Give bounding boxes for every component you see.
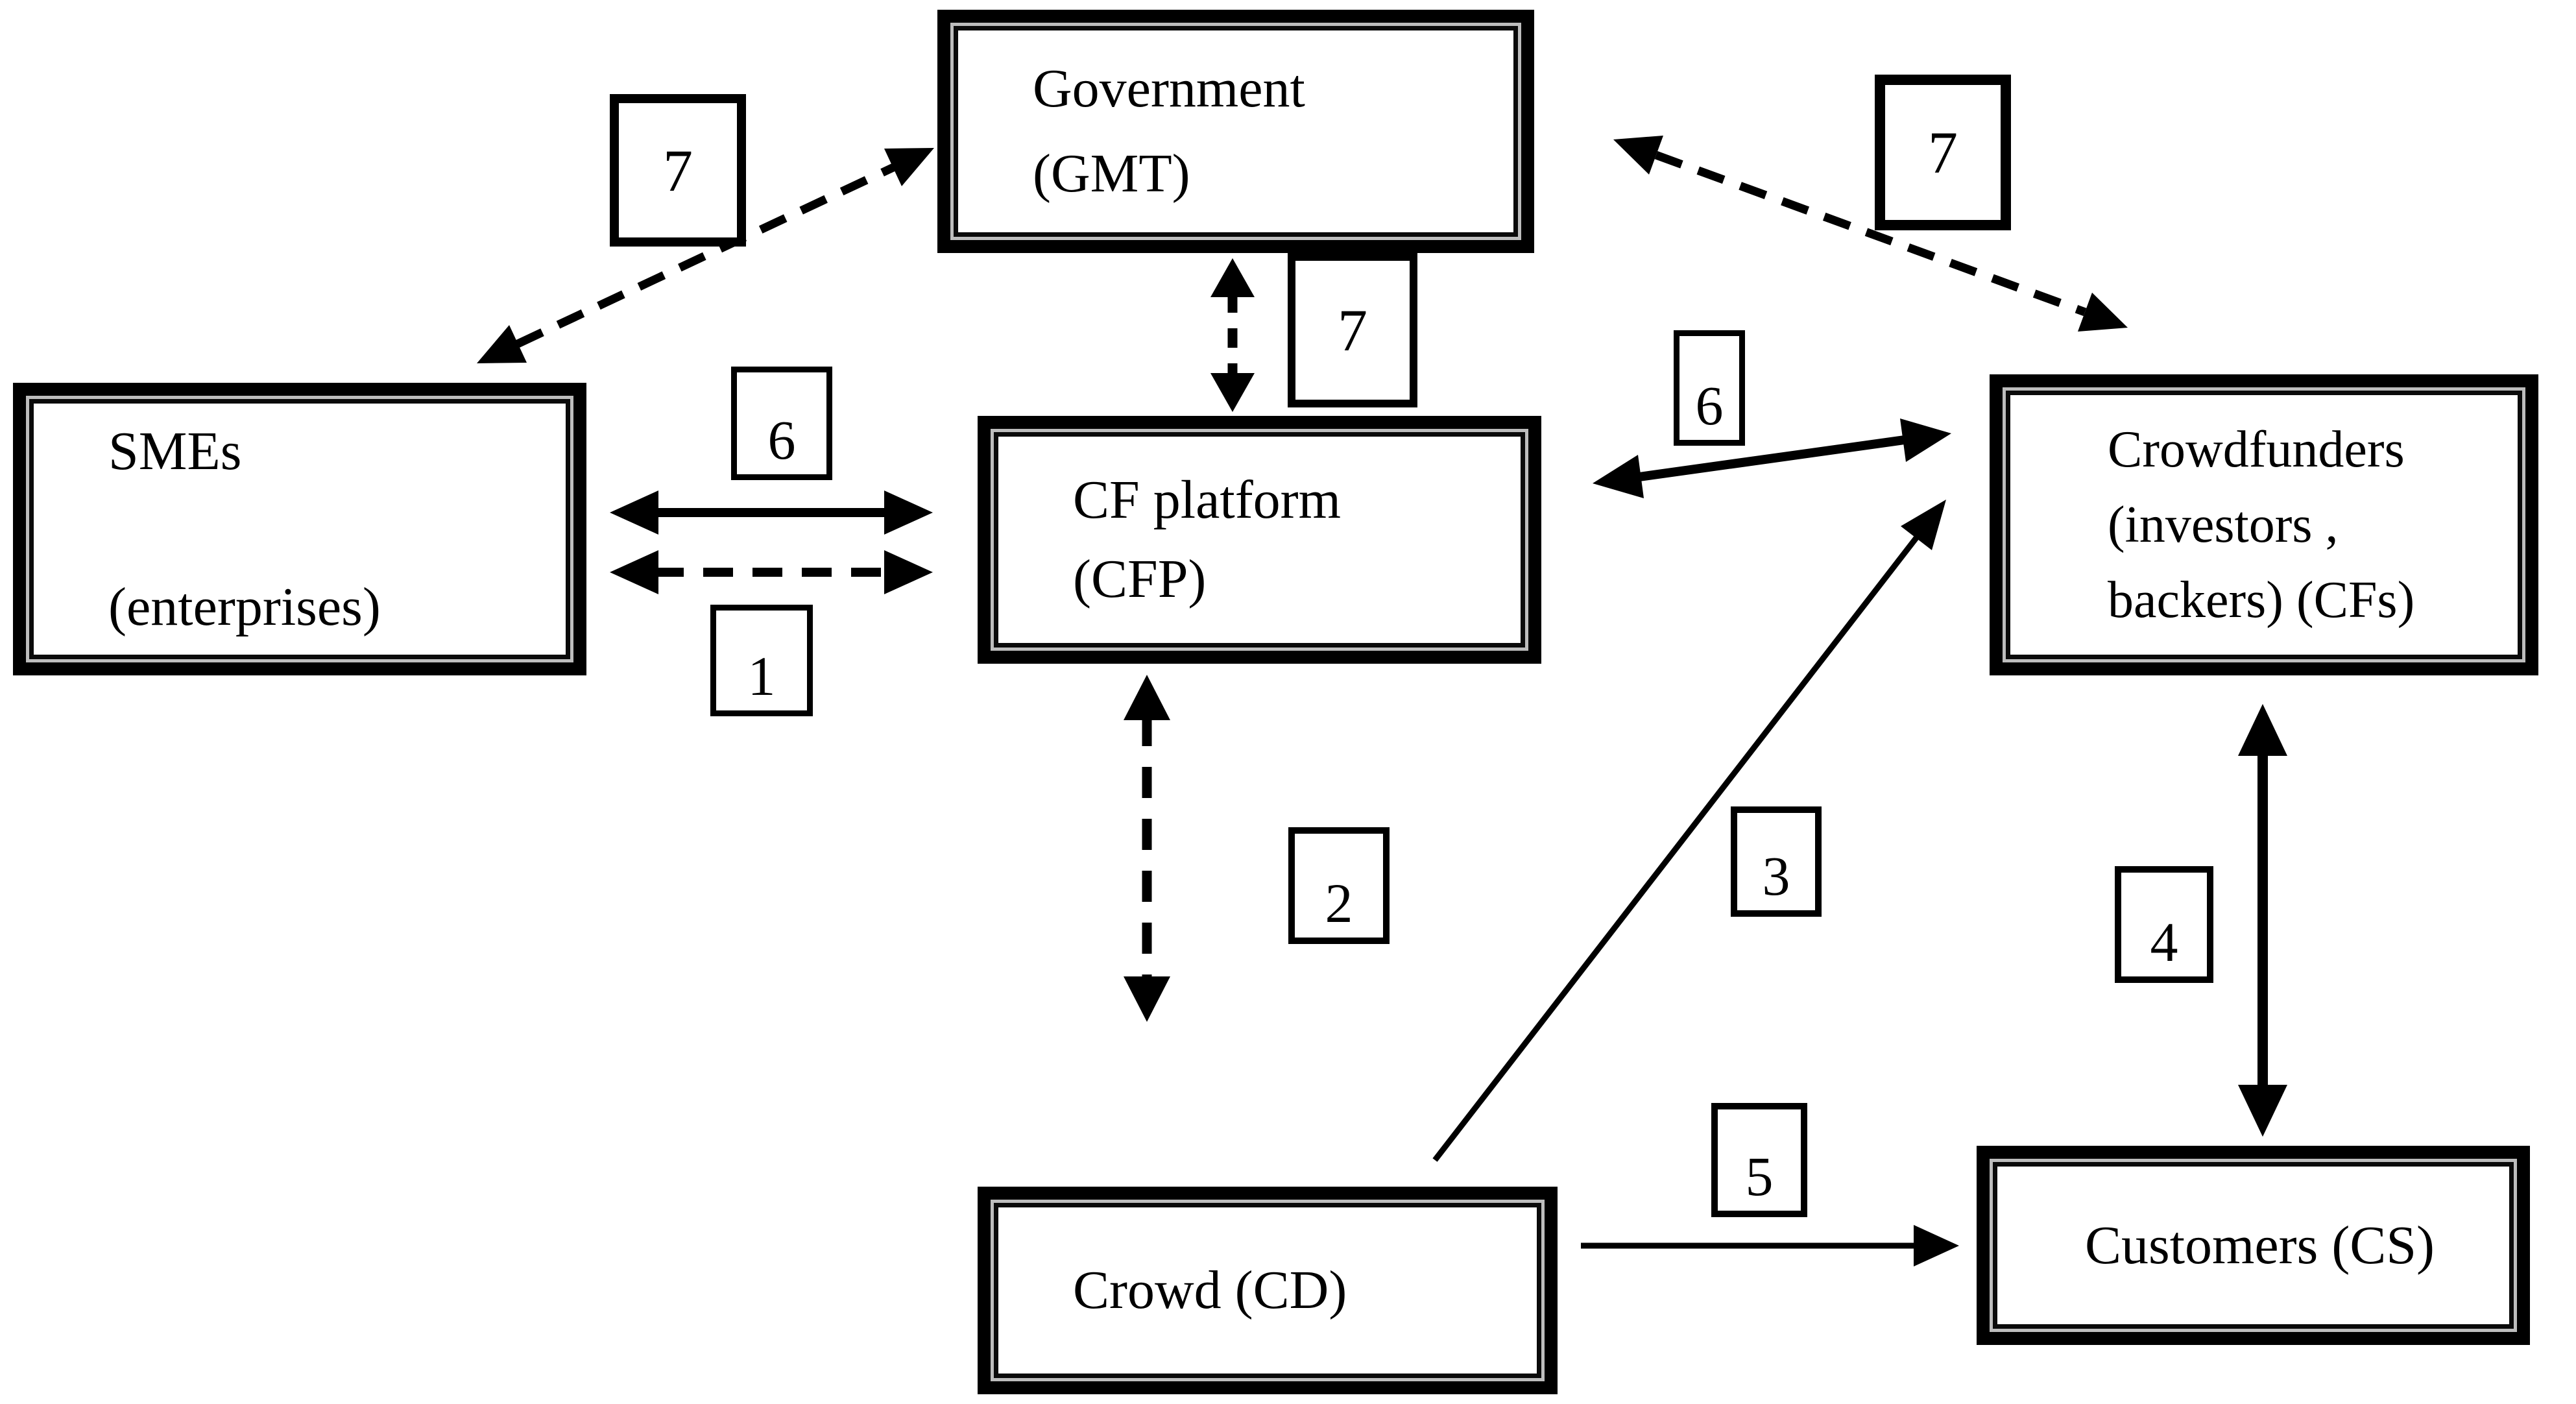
edge-label-3-crowd-crowdfunders: 3 xyxy=(1731,806,1822,917)
edge-label-text: 6 xyxy=(767,409,796,471)
entity-label: Crowdfunders xyxy=(2108,421,2405,478)
entity-label: backers) (CFs) xyxy=(2108,572,2415,629)
edge-label-text: 7 xyxy=(1928,119,1958,186)
arrow-cfp-crowd-dashed xyxy=(1124,675,1170,1022)
entity-label: (CFP) xyxy=(1073,549,1207,609)
customers-frame: Customers (CS) xyxy=(1990,1159,2517,1332)
government-frame: Government (GMT) xyxy=(950,23,1521,240)
edge-label-text: 3 xyxy=(1762,845,1790,907)
entity-government: Government (GMT) xyxy=(937,10,1534,253)
entity-label: SMEs xyxy=(108,420,242,481)
entity-label: CF platform xyxy=(1073,470,1341,531)
arrow-cfp-crowdfunders-solid xyxy=(1593,418,1951,498)
entity-label: (investors , xyxy=(2108,496,2339,553)
smes-frame: SMEs (enterprises) xyxy=(26,396,573,662)
crowdfunders-frame: Crowdfunders (investors , backers) (CFs) xyxy=(2003,387,2525,662)
edge-label-text: 5 xyxy=(1745,1145,1774,1207)
entity-label: (GMT) xyxy=(1033,143,1190,204)
entity-label: Crowd (CD) xyxy=(1073,1260,1347,1321)
cf-platform-frame: CF platform (CFP) xyxy=(991,429,1528,651)
entity-label: (enterprises) xyxy=(108,576,381,637)
entity-smes: SMEs (enterprises) xyxy=(13,383,586,675)
entity-label: Customers (CS) xyxy=(2085,1215,2435,1276)
arrow-crowd-customers-solid xyxy=(1581,1225,1959,1266)
entity-label: Government xyxy=(1033,58,1305,119)
entity-crowd: Crowd (CD) xyxy=(978,1187,1558,1394)
edge-label-5-crowd-customers: 5 xyxy=(1711,1103,1807,1217)
edge-label-text: 6 xyxy=(1695,374,1724,437)
entity-customers: Customers (CS) xyxy=(1977,1146,2530,1345)
edge-label-text: 1 xyxy=(747,645,776,707)
crowd-frame: Crowd (CD) xyxy=(991,1200,1545,1381)
edge-label-text: 2 xyxy=(1325,872,1353,934)
arrow-crowdfunders-customers-solid xyxy=(2238,704,2287,1137)
arrow-government-crowdfunders-dashed xyxy=(1613,136,2128,332)
arrow-smes-cfp-dashed xyxy=(610,550,933,594)
entity-cf-platform: CF platform (CFP) xyxy=(978,416,1541,664)
edge-label-6-cfp-crowdfunders: 6 xyxy=(1674,330,1745,446)
edge-label-7-smes-government: 7 xyxy=(610,94,746,247)
entity-crowdfunders: Crowdfunders (investors , backers) (CFs) xyxy=(1990,374,2538,675)
edge-label-7-government-crowdfunders: 7 xyxy=(1875,75,2011,230)
edge-label-4-crowdfunders-customers: 4 xyxy=(2115,866,2213,983)
edge-label-6-smes-cfp: 6 xyxy=(731,367,832,480)
edge-label-text: 7 xyxy=(663,137,693,204)
edge-label-7-government-cfp: 7 xyxy=(1288,253,1417,407)
edge-label-2-cfp-crowd: 2 xyxy=(1288,827,1390,944)
edge-label-text: 7 xyxy=(1338,297,1367,363)
arrow-government-cfp-dashed xyxy=(1210,258,1255,412)
edge-label-text: 4 xyxy=(2150,911,2178,973)
arrow-smes-cfp-solid xyxy=(610,490,933,535)
edge-label-1-smes-cfp: 1 xyxy=(710,605,813,716)
